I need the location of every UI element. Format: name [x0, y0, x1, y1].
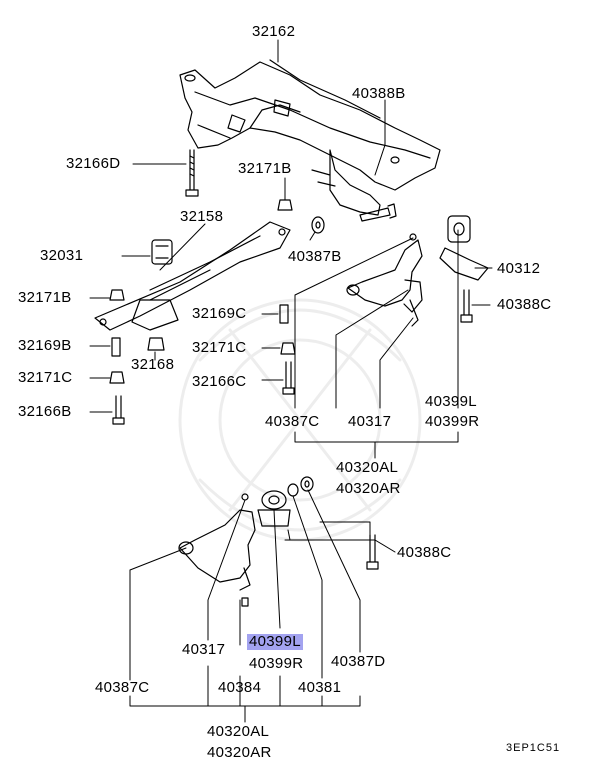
label-40317-bottom[interactable]: 40317 — [182, 641, 226, 658]
diagram-code: 3EP1C51 — [506, 742, 561, 754]
label-40388B[interactable]: 40388B — [352, 85, 406, 102]
label-40320AL-top[interactable]: 40320AL — [336, 459, 399, 476]
bushing-32031 — [151, 239, 173, 265]
nut-32171B-left — [109, 289, 125, 301]
bolt-40388B — [359, 203, 397, 222]
leader-lines — [89, 39, 493, 723]
label-40399L-top[interactable]: 40399L — [425, 393, 477, 410]
label-32031[interactable]: 32031 — [40, 247, 84, 264]
nut-32171C-mid — [280, 342, 296, 355]
bracket-32158 — [94, 221, 291, 331]
label-32158[interactable]: 32158 — [180, 208, 224, 225]
label-40320AR-top[interactable]: 40320AR — [336, 480, 401, 497]
label-32171B-left[interactable]: 32171B — [18, 289, 72, 306]
label-40387C-top[interactable]: 40387C — [265, 413, 320, 430]
label-40399R-top[interactable]: 40399R — [425, 413, 480, 430]
label-32171C-mid[interactable]: 32171C — [192, 339, 247, 356]
spacer-32169B — [111, 337, 121, 357]
label-32166C[interactable]: 32166C — [192, 373, 247, 390]
label-40381[interactable]: 40381 — [298, 679, 342, 696]
label-32169B[interactable]: 32169B — [18, 337, 72, 354]
bolt-32166D — [185, 149, 199, 197]
label-32171B-top[interactable]: 32171B — [238, 160, 292, 177]
label-40317-top[interactable]: 40317 — [348, 413, 392, 430]
part-40384 — [241, 597, 249, 607]
label-32171C-left[interactable]: 32171C — [18, 369, 73, 386]
label-40387B[interactable]: 40387B — [288, 248, 342, 265]
label-32169C[interactable]: 32169C — [192, 305, 247, 322]
bolt-40388C-top — [460, 289, 473, 323]
label-40387C-bottom[interactable]: 40387C — [95, 679, 150, 696]
nut-32171B-top — [277, 199, 293, 211]
part-32168 — [147, 337, 165, 351]
label-40388C-bottom[interactable]: 40388C — [397, 544, 452, 561]
washer-40387D — [300, 476, 314, 492]
label-40399L-bottom-highlighted[interactable]: 40399L — [247, 633, 303, 650]
label-32166D[interactable]: 32166D — [66, 155, 121, 172]
label-40388C-top[interactable]: 40388C — [497, 296, 552, 313]
nut-32171C-left — [109, 371, 125, 384]
label-40320AR-bottom[interactable]: 40320AR — [207, 744, 272, 761]
bushing-40399L-bottom — [257, 490, 291, 527]
spacer-32169C — [279, 304, 289, 324]
lower-arm-top-40317 — [346, 233, 423, 327]
washer-40381 — [287, 483, 299, 497]
label-32162[interactable]: 32162 — [252, 23, 296, 40]
lower-arm-bottom-40317 — [178, 493, 256, 591]
washer-40387B — [311, 216, 325, 234]
label-32166B[interactable]: 32166B — [18, 403, 72, 420]
label-40312[interactable]: 40312 — [497, 260, 541, 277]
label-32168[interactable]: 32168 — [131, 356, 175, 373]
bushing-40312 — [439, 215, 489, 281]
bolt-32166B — [112, 395, 125, 425]
label-40399R-bottom[interactable]: 40399R — [249, 655, 304, 672]
label-40320AL-bottom[interactable]: 40320AL — [207, 723, 270, 740]
crossmember-32162 — [179, 59, 441, 216]
bolt-32166C — [282, 361, 295, 395]
label-40387D[interactable]: 40387D — [331, 653, 386, 670]
label-40384[interactable]: 40384 — [218, 679, 262, 696]
